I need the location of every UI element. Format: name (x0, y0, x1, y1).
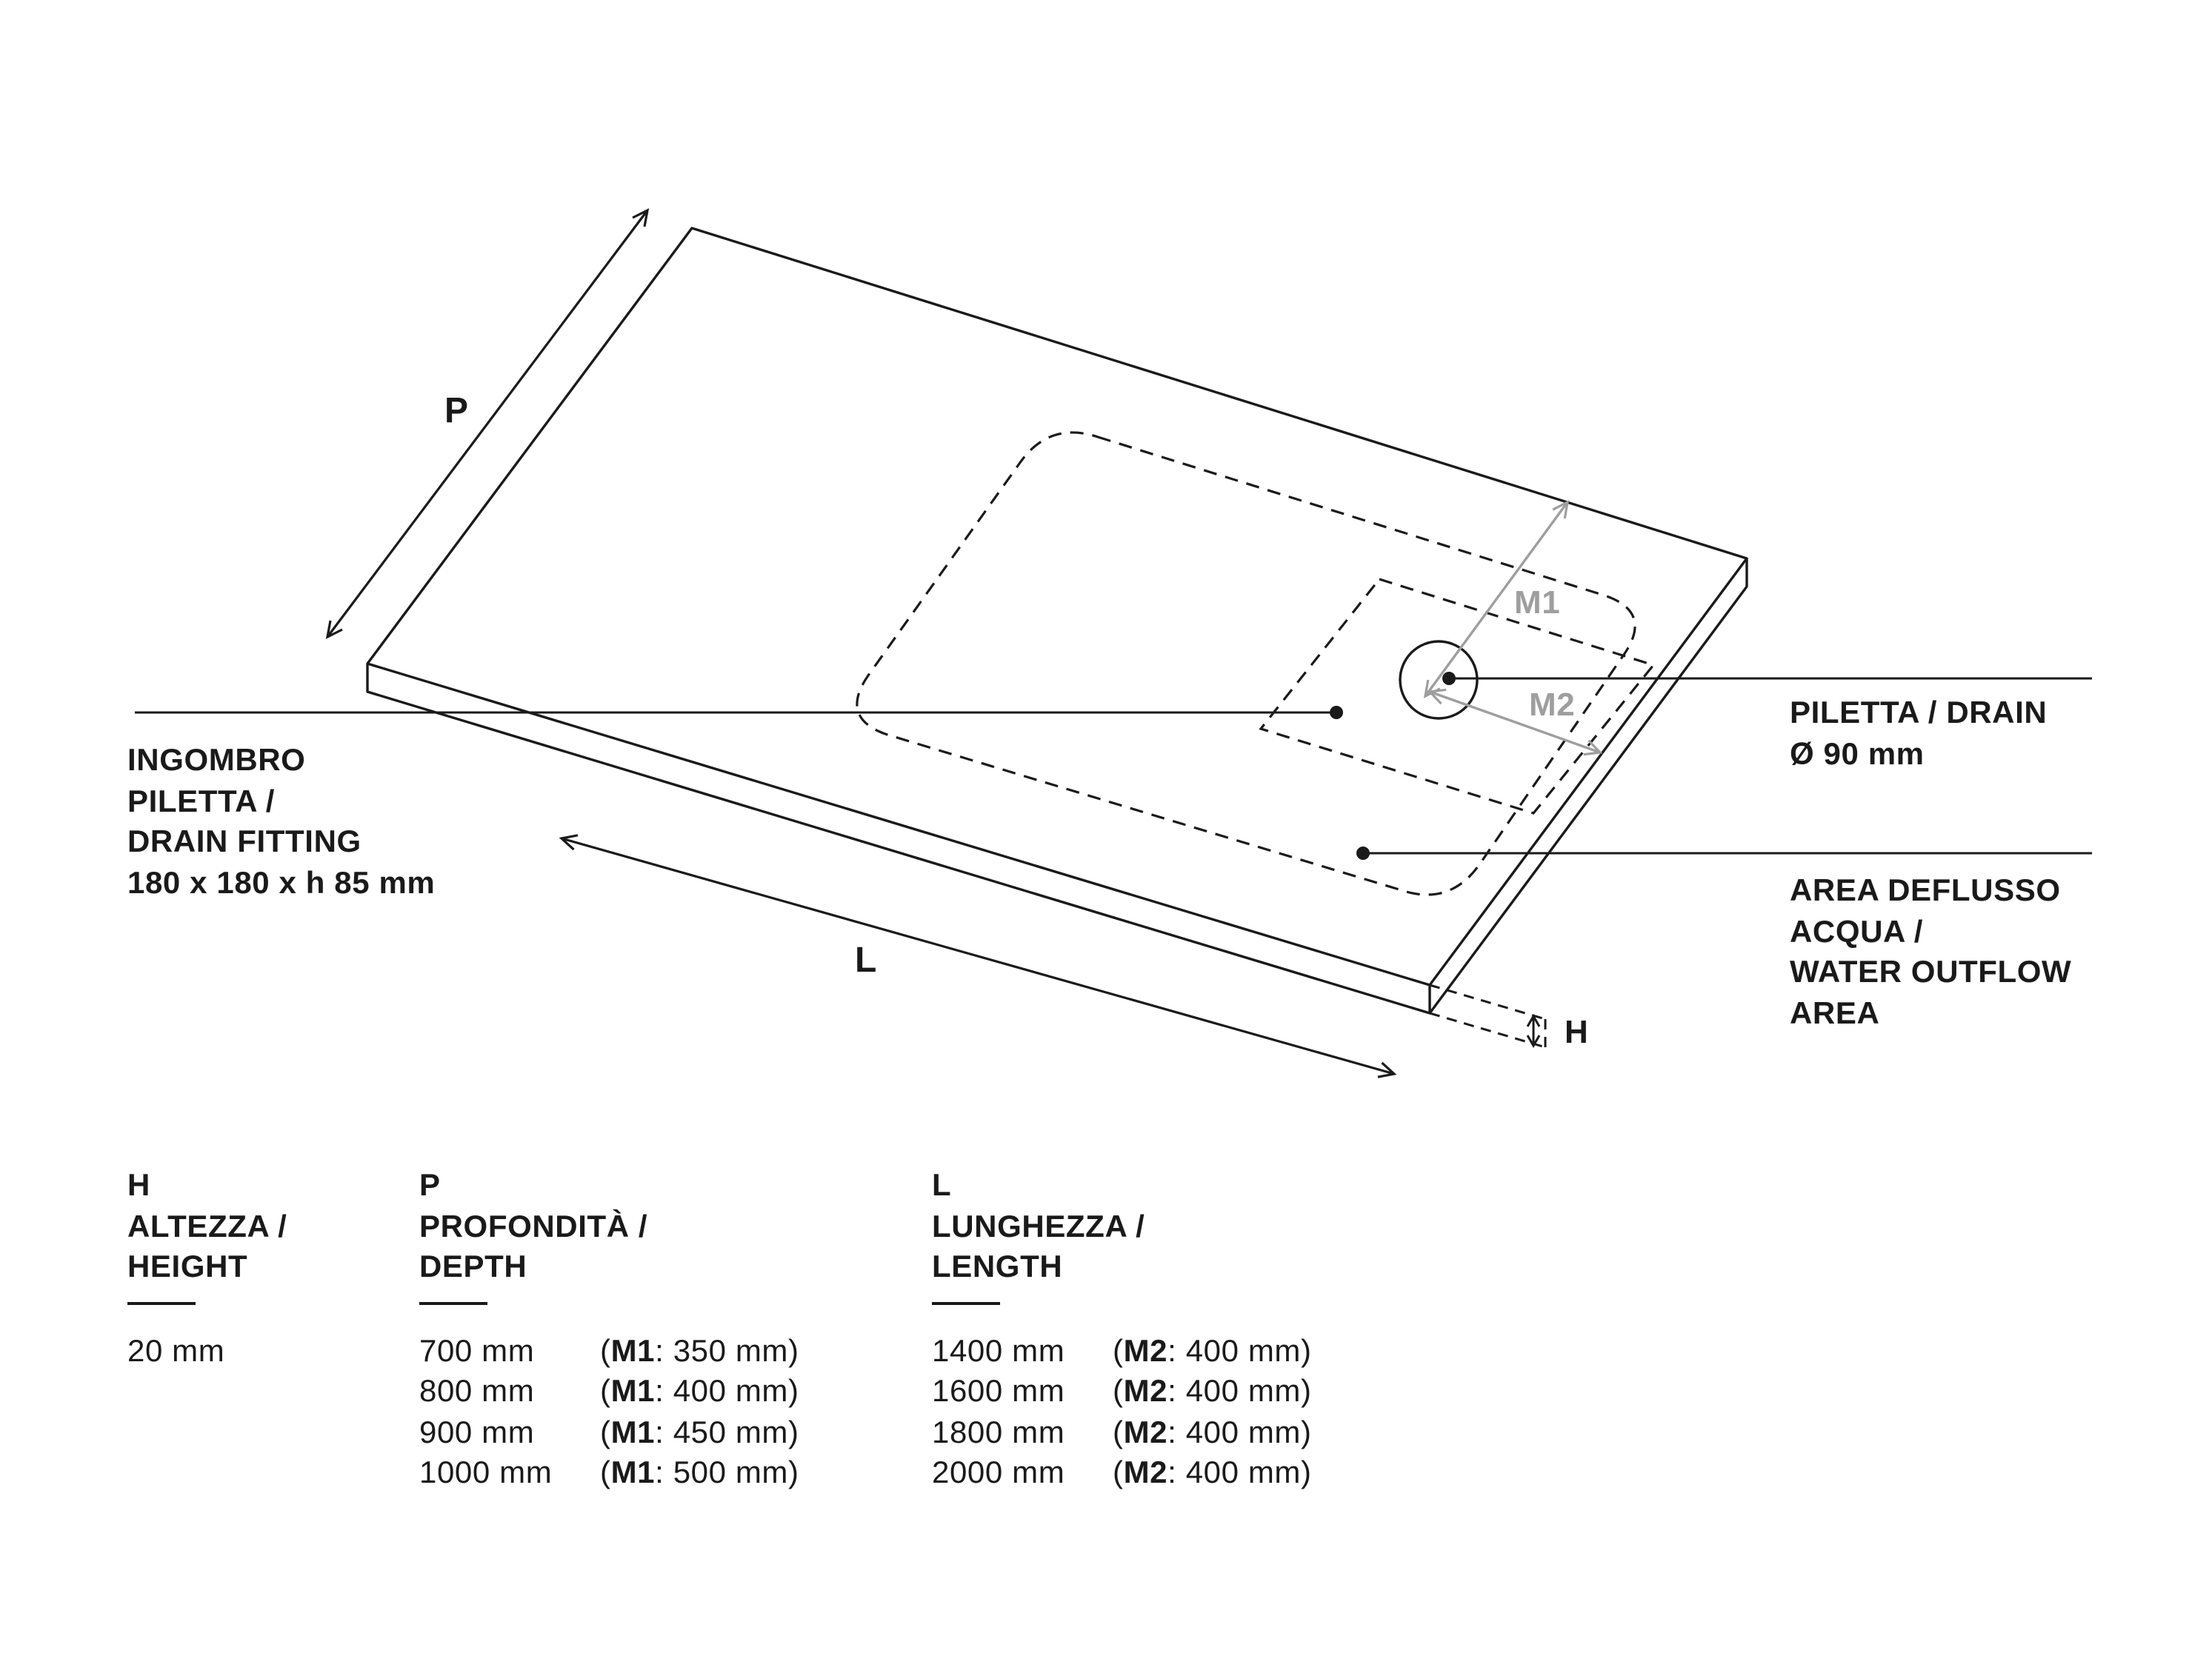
length-value: 1400 mm (932, 1334, 1065, 1368)
height-spec-table: H ALTEZZA / HEIGHT 20 mm (127, 1166, 287, 1372)
detail-key: M1 (610, 1334, 656, 1368)
length-value: 2000 mm (932, 1456, 1065, 1490)
spec-divider (932, 1301, 1000, 1304)
length-dimension-arrow (559, 834, 1397, 1078)
detail-suffix: : 400 mm) (1167, 1456, 1312, 1490)
detail-key: M2 (1123, 1456, 1168, 1490)
annotation-line: PILETTA / (127, 784, 276, 818)
length-detail: (M2: 400 mm) (1113, 1453, 1312, 1494)
detail-prefix: ( (600, 1375, 611, 1409)
detail-key: M1 (610, 1456, 656, 1490)
depth-value: 1000 mm (419, 1456, 553, 1490)
annotation-line: AREA (1790, 996, 1880, 1030)
m2-dimension-label: M2 (1529, 687, 1575, 723)
spec-title-line: LUNGHEZZA / (932, 1209, 1145, 1244)
detail-key: M2 (1123, 1415, 1168, 1449)
length-detail: (M2: 400 mm) (1113, 1372, 1312, 1412)
spec-title-line: ALTEZZA / (127, 1209, 287, 1244)
spec-key: L (932, 1169, 952, 1203)
spec-title-line: DEPTH (419, 1250, 527, 1284)
length-row: 2000 mm (M2: 400 mm) (932, 1453, 1312, 1494)
spec-divider (419, 1301, 487, 1304)
length-detail: (M2: 400 mm) (1113, 1331, 1312, 1372)
depth-detail: (M1: 450 mm) (600, 1412, 799, 1453)
detail-suffix: : 500 mm) (655, 1456, 799, 1490)
height-value: 20 mm (127, 1334, 225, 1368)
detail-prefix: ( (600, 1334, 611, 1368)
height-dimension-label: H (1565, 1014, 1588, 1050)
detail-key: M1 (610, 1375, 656, 1409)
length-spec-table: L LUNGHEZZA / LENGTH 1400 mm (M2: 400 mm… (932, 1166, 1312, 1494)
detail-prefix: ( (600, 1456, 611, 1490)
detail-key: M1 (610, 1415, 656, 1449)
depth-dimension-arrow (325, 208, 650, 639)
detail-suffix: : 400 mm) (655, 1375, 799, 1409)
m1-dimension-label: M1 (1514, 584, 1560, 621)
length-row: 1400 mm (M2: 400 mm) (932, 1331, 1312, 1372)
drain-leader-dot (1442, 672, 1456, 685)
detail-key: M2 (1123, 1334, 1168, 1368)
length-value: 1800 mm (932, 1415, 1065, 1449)
detail-prefix: ( (1113, 1375, 1124, 1409)
detail-prefix: ( (1113, 1415, 1124, 1449)
length-dimension-label: L (855, 941, 877, 980)
drain-annotation: PILETTA / DRAIN Ø 90 mm (1790, 693, 2047, 775)
thickness-extension-dashed (1429, 984, 1547, 1049)
length-detail: (M2: 400 mm) (1113, 1412, 1312, 1453)
spec-title-line: LENGTH (932, 1250, 1063, 1284)
detail-prefix: ( (600, 1415, 611, 1449)
detail-suffix: : 400 mm) (1167, 1334, 1312, 1368)
depth-spec-table: P PROFONDITÀ / DEPTH 700 mm (M1: 350 mm)… (419, 1166, 799, 1494)
detail-suffix: : 350 mm) (655, 1334, 799, 1368)
depth-row: 800 mm (M1: 400 mm) (419, 1372, 799, 1412)
depth-value: 700 mm (419, 1334, 535, 1368)
annotation-line: DRAIN FITTING (127, 825, 362, 859)
spec-title-line: HEIGHT (127, 1250, 248, 1284)
annotation-line: WATER OUTFLOW (1790, 955, 2072, 989)
water-outflow-area-dashed (856, 431, 1636, 896)
depth-value: 800 mm (419, 1375, 535, 1409)
depth-dimension-label: P (444, 391, 469, 430)
detail-prefix: ( (1113, 1334, 1124, 1368)
annotation-line: ACQUA / (1790, 915, 1923, 949)
depth-value: 900 mm (419, 1415, 535, 1449)
annotation-line: INGOMBRO (127, 744, 306, 778)
annotation-line: PILETTA / DRAIN (1790, 696, 2048, 730)
drain-fitting-leader-dot (1330, 706, 1343, 719)
spec-divider (127, 1301, 196, 1304)
depth-detail: (M1: 500 mm) (600, 1453, 799, 1494)
detail-key: M2 (1123, 1375, 1168, 1409)
spec-key: P (419, 1169, 441, 1203)
depth-row: 1000 mm (M1: 500 mm) (419, 1453, 799, 1494)
detail-prefix: ( (1113, 1456, 1124, 1490)
annotation-line: 180 x 180 x h 85 mm (127, 866, 436, 900)
depth-row: 900 mm (M1: 450 mm) (419, 1412, 799, 1453)
length-value: 1600 mm (932, 1375, 1065, 1409)
m2-arrow (1427, 688, 1603, 756)
spec-key: H (127, 1169, 150, 1203)
m1-arrow (1423, 500, 1570, 698)
detail-suffix: : 450 mm) (655, 1415, 799, 1449)
depth-detail: (M1: 400 mm) (600, 1372, 799, 1412)
depth-detail: (M1: 350 mm) (600, 1331, 799, 1372)
annotation-line: AREA DEFLUSSO (1790, 874, 2061, 908)
outflow-annotation: AREA DEFLUSSO ACQUA / WATER OUTFLOW AREA (1790, 871, 2071, 1034)
drain-fitting-area-dashed (1259, 578, 1656, 815)
depth-row: 700 mm (M1: 350 mm) (419, 1331, 799, 1372)
drain-fitting-annotation: INGOMBRO PILETTA / DRAIN FITTING 180 x 1… (127, 741, 435, 904)
length-row: 1600 mm (M2: 400 mm) (932, 1372, 1312, 1412)
detail-suffix: : 400 mm) (1167, 1415, 1312, 1449)
spec-title-line: PROFONDITÀ / (419, 1209, 648, 1244)
length-row: 1800 mm (M2: 400 mm) (932, 1412, 1312, 1453)
annotation-line: Ø 90 mm (1790, 737, 1925, 771)
detail-suffix: : 400 mm) (1167, 1375, 1312, 1409)
outflow-leader-dot (1356, 847, 1370, 860)
